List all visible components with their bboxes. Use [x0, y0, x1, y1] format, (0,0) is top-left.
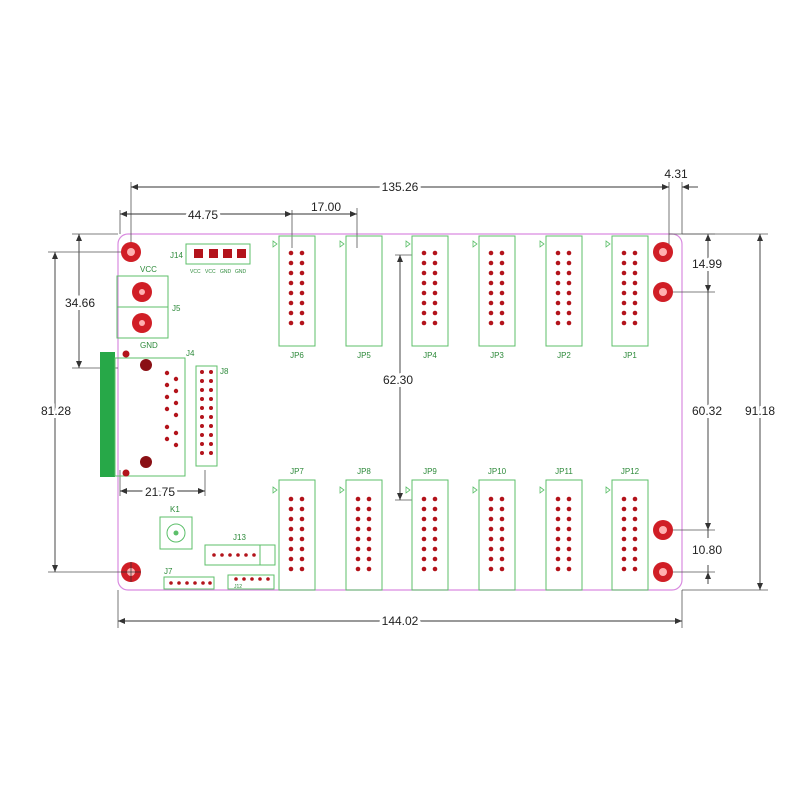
jp6-header: JP6: [272, 235, 316, 360]
jp2-label: JP2: [557, 351, 571, 360]
jp11-label: JP11: [555, 467, 573, 476]
jp6-label: JP6: [290, 351, 304, 360]
mounting-hole-bottom-left: [121, 562, 141, 582]
mounting-hole-right-lower: [653, 520, 673, 540]
j14-label: J14: [170, 251, 183, 260]
dim-rj45-width-label: 21.75: [145, 485, 175, 499]
jp7-header: JP7: [272, 467, 316, 591]
dim-hole-span: 135.26: [130, 177, 670, 246]
dim-right-upper: 14.99: [669, 233, 725, 293]
green-bar: [100, 352, 115, 477]
jp10-label: JP10: [488, 467, 507, 476]
j13-header: J13: [204, 533, 276, 566]
j14-pin-4: GND: [235, 269, 247, 275]
jp5-label: JP5: [357, 351, 371, 360]
jp11-header: JP11: [539, 467, 583, 591]
mounting-hole-top-left: [121, 242, 141, 262]
j12-header: J12: [227, 574, 275, 590]
j14-connector: J14 VCC VCC GND GND: [170, 243, 251, 275]
dim-total-height: 91.18: [682, 233, 778, 591]
jp4-label: JP4: [423, 351, 437, 360]
jp8-header: JP8: [339, 467, 383, 591]
dim-edge-offset-label: 4.31: [664, 167, 688, 181]
dim-right-lower: 10.80: [669, 530, 722, 584]
j4-pins: [164, 370, 179, 448]
j14-pin-3: GND: [220, 269, 232, 275]
jp3-header: JP3: [472, 235, 516, 360]
dim-hole-span-label: 135.26: [382, 180, 419, 194]
jp10-header: JP10: [472, 467, 516, 591]
j14-pin-2: VCC: [205, 269, 216, 275]
jp7-label: JP7: [290, 467, 304, 476]
j4-rj45-jack: J4: [100, 349, 195, 477]
dim-right-lower-label: 10.80: [692, 543, 722, 557]
dim-total-width: 144.02: [117, 590, 683, 631]
dim-slot-width-label: 17.00: [311, 200, 341, 214]
jp12-header: JP12: [605, 467, 649, 591]
vcc-label: VCC: [140, 265, 157, 274]
jp4-header: JP4: [405, 235, 449, 360]
dim-edge-offset: 4.31: [655, 167, 698, 234]
j7-header: J7: [163, 567, 215, 590]
dim-connector-pitch: 62.30: [380, 254, 416, 501]
mounting-hole-top-right: [653, 242, 673, 262]
j13-label: J13: [233, 533, 246, 542]
jp5-header: JP5: [339, 235, 383, 360]
dim-total-height-label: 91.18: [745, 404, 775, 418]
jp9-label: JP9: [423, 467, 437, 476]
jp2-header: JP2: [539, 235, 583, 360]
dim-left-height-label: 34.66: [65, 296, 95, 310]
dim-left-total-height: 81.28: [38, 251, 131, 573]
jp1-header: JP1: [605, 235, 649, 360]
dim-rj45-width: 21.75: [119, 470, 206, 502]
j8-header: J8: [195, 365, 229, 467]
dim-left-height: 34.66: [62, 233, 118, 369]
dim-right-mid: 60.32: [669, 292, 725, 531]
dim-left-section-label: 44.75: [188, 208, 218, 222]
k1-button: K1: [159, 505, 193, 550]
j14-pin-1: VCC: [190, 269, 201, 275]
jp9-header: JP9: [405, 467, 449, 591]
j8-label: J8: [220, 367, 229, 376]
mounting-hole-bottom-right: [653, 562, 673, 582]
mounting-hole-right-upper: [653, 282, 673, 302]
dim-slot-width: 17.00: [292, 200, 358, 248]
jp3-label: JP3: [490, 351, 504, 360]
k1-label: K1: [170, 505, 180, 514]
j5-label: J5: [172, 304, 181, 313]
dim-right-mid-label: 60.32: [692, 404, 722, 418]
gnd-label: GND: [140, 341, 158, 350]
j7-label: J7: [164, 567, 173, 576]
j5-terminal: VCC J5 GND: [116, 265, 181, 350]
dim-total-width-label: 144.02: [382, 614, 419, 628]
dim-connector-pitch-label: 62.30: [383, 373, 413, 387]
j4-label: J4: [186, 349, 195, 358]
jp1-label: JP1: [623, 351, 637, 360]
dim-left-section: 44.75: [119, 205, 293, 248]
dim-left-total-height-label: 81.28: [41, 404, 71, 418]
jp12-label: JP12: [621, 467, 640, 476]
jp8-label: JP8: [357, 467, 371, 476]
dim-right-upper-label: 14.99: [692, 257, 722, 271]
j12-label: J12: [234, 584, 242, 590]
